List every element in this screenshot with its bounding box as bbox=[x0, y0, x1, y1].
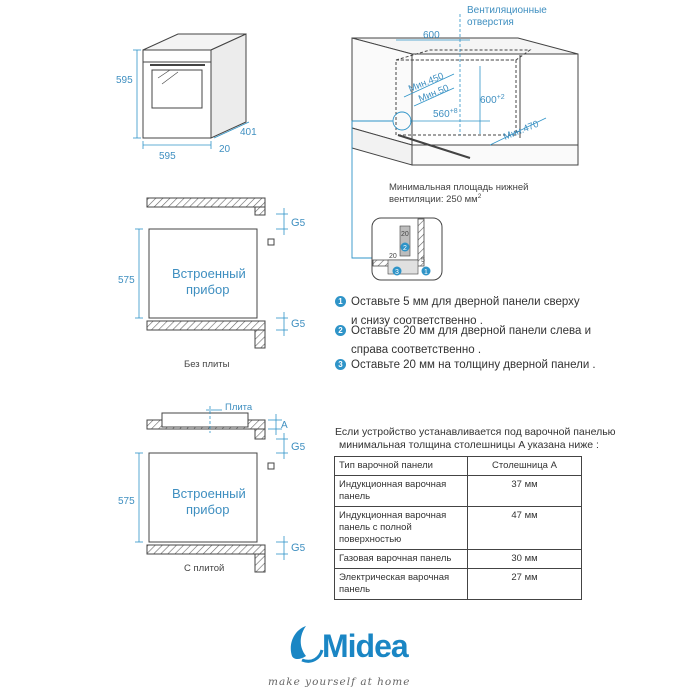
no-hob-dims bbox=[135, 208, 288, 336]
with-hob-appliance-label-2: прибор bbox=[186, 502, 229, 517]
with-hob-dims bbox=[135, 406, 288, 560]
vent-holes-label-2: отверстия bbox=[467, 17, 514, 28]
note-3-marker: 3 bbox=[335, 359, 346, 370]
detail-20-top: 20 bbox=[401, 231, 409, 238]
detail-callout bbox=[351, 111, 412, 259]
with-hob-caption: С плитой bbox=[184, 563, 224, 574]
table-header-hob-type: Тип варочной панели bbox=[334, 456, 468, 476]
table-row: Электрическая варочная панель 27 мм bbox=[334, 568, 582, 600]
no-hob-height-dim: 575 bbox=[118, 275, 135, 286]
detail-marker-2: 2 bbox=[403, 245, 407, 252]
note-1: 1 Оставьте 5 мм для дверной панели сверху… bbox=[335, 293, 580, 331]
table-header-worktop: Столешница A bbox=[467, 456, 582, 476]
worktop-a-label: A bbox=[281, 420, 288, 431]
no-hob-section bbox=[146, 197, 275, 349]
no-hob-appliance-label-2: прибор bbox=[186, 282, 229, 297]
note-3: 3 Оставьте 20 мм на толщину дверной панел… bbox=[335, 356, 596, 375]
no-hob-caption: Без плиты bbox=[184, 359, 230, 370]
table-cell-name: Электрическая варочная панель bbox=[334, 568, 468, 600]
oven-depth-dim: 401 bbox=[240, 127, 257, 138]
worktop-intro-line-1: Если устройство устанавливается под варо… bbox=[335, 426, 616, 438]
worktop-thickness-table: Тип варочной панели Столешница A Индукци… bbox=[334, 456, 582, 600]
table-row: Газовая варочная панель 30 мм bbox=[334, 549, 582, 569]
niche-height-dim: 600+2 bbox=[480, 94, 505, 106]
oven-dimension-lines bbox=[133, 49, 250, 149]
brand-name: Midea bbox=[322, 628, 409, 664]
table-cell-name: Индукционная варочная панель bbox=[334, 475, 468, 507]
oven-front-view bbox=[142, 33, 247, 139]
midea-logo-mark bbox=[290, 626, 324, 663]
table-cell-value: 37 мм bbox=[467, 475, 582, 507]
table-header-row: Тип варочной панели Столешница A bbox=[334, 456, 582, 476]
with-hob-section bbox=[146, 412, 275, 573]
detail-marker-3: 3 bbox=[395, 269, 399, 276]
min-vent-area-1: Минимальная площадь нижней bbox=[389, 182, 528, 193]
table-row: Индукционная варочная панель 37 мм bbox=[334, 475, 582, 507]
with-hob-gap-bottom: G5 bbox=[291, 542, 306, 554]
note-2-line-1: Оставьте 20 мм для дверной панели слева … bbox=[351, 325, 592, 337]
table-cell-value: 47 мм bbox=[467, 506, 582, 550]
table-cell-name: Газовая варочная панель bbox=[334, 549, 468, 569]
no-hob-appliance-label-1: Встроенный bbox=[172, 266, 246, 281]
detail-5: 5 bbox=[421, 257, 425, 264]
with-hob-height-dim: 575 bbox=[118, 496, 135, 507]
with-hob-gap-top: G5 bbox=[291, 441, 306, 453]
worktop-intro: Если устройство устанавливается под варо… bbox=[335, 426, 695, 452]
note-1-line-2: и снизу соответственно . bbox=[351, 315, 483, 327]
table-row: Индукционная варочная панель с полной по… bbox=[334, 506, 582, 550]
corner-detail-inset bbox=[371, 217, 443, 281]
note-2-line-2: справа соответственно . bbox=[351, 344, 482, 356]
oven-width-dim: 595 bbox=[159, 151, 176, 162]
vent-holes-label-1: Вентиляционные bbox=[467, 5, 547, 16]
hob-label: Плита bbox=[225, 402, 253, 413]
note-2: 2 Оставьте 20 мм для дверной панели слева… bbox=[335, 322, 591, 360]
brand-slogan: make yourself at home bbox=[268, 676, 411, 688]
no-hob-gap-top: G5 bbox=[291, 217, 306, 229]
table-cell-value: 30 мм bbox=[467, 549, 582, 569]
cabinet-dimension-lines bbox=[396, 14, 547, 146]
cabinet-width-dim: 600 bbox=[423, 30, 440, 41]
table-cell-value: 27 мм bbox=[467, 568, 582, 600]
note-2-marker: 2 bbox=[335, 325, 346, 336]
min-vent-area-2: вентиляции: 250 мм2 bbox=[389, 193, 482, 205]
table-cell-name: Индукционная варочная панель с полной по… bbox=[334, 506, 468, 550]
note-1-marker: 1 bbox=[335, 296, 346, 307]
cabinet-view bbox=[351, 37, 579, 166]
niche-width-dim: 560+8 bbox=[433, 108, 458, 120]
note-1-line-1: Оставьте 5 мм для дверной панели сверху bbox=[351, 296, 580, 308]
no-hob-gap-bottom: G5 bbox=[291, 318, 306, 330]
worktop-intro-line-2: минимальная толщина столешницы A указана… bbox=[339, 439, 599, 451]
note-3-line-1: Оставьте 20 мм на толщину дверной панели… bbox=[351, 359, 596, 371]
with-hob-appliance-label-1: Встроенный bbox=[172, 486, 246, 501]
oven-height-dim: 595 bbox=[116, 75, 133, 86]
detail-marker-1: 1 bbox=[424, 269, 428, 276]
detail-20-left: 20 bbox=[389, 253, 397, 260]
oven-door-dim: 20 bbox=[219, 144, 231, 155]
